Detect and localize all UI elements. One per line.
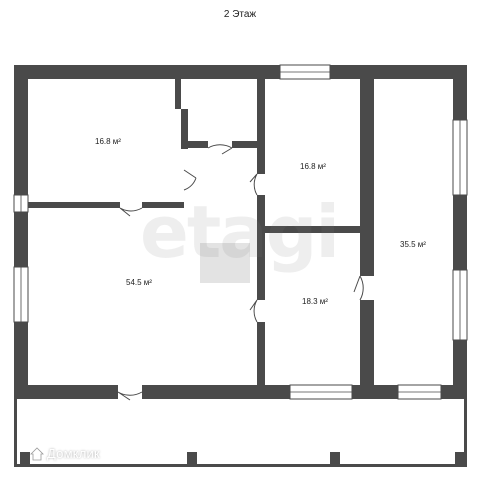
terrace-post-1 bbox=[20, 452, 30, 466]
door-balcony bbox=[117, 391, 143, 401]
wall-inner-vertical-right-lower bbox=[360, 300, 374, 392]
door-living-top bbox=[183, 169, 197, 191]
wall-inner-closet-bottom bbox=[188, 141, 208, 148]
brand-logo: Домклик bbox=[47, 446, 100, 461]
room-area-label: 54.5 м² bbox=[126, 278, 152, 287]
doors bbox=[117, 144, 364, 401]
window-lines bbox=[20, 71, 461, 393]
wall-right-lower bbox=[453, 340, 467, 395]
door-top-left-room bbox=[119, 207, 143, 217]
wall-left-lower bbox=[14, 322, 28, 395]
room-area-label: 16.8 м² bbox=[300, 162, 326, 171]
wall-bottom-a bbox=[14, 385, 118, 399]
room-area-label: 35.5 м² bbox=[400, 240, 426, 249]
terrace-bottom bbox=[14, 464, 467, 467]
door-right-room bbox=[353, 275, 364, 301]
wall-inner-horizontal-left2 bbox=[142, 202, 184, 208]
room-area-label: 16.8 м² bbox=[95, 137, 121, 146]
watermark: etagi bbox=[140, 190, 340, 274]
wall-inner-vertical-right-upper bbox=[360, 79, 374, 276]
wall-right-upper bbox=[453, 65, 467, 120]
terrace bbox=[14, 399, 467, 467]
wall-top-right bbox=[330, 65, 467, 79]
terrace-right bbox=[464, 399, 467, 467]
terrace-left bbox=[14, 399, 17, 467]
room-area-label: 18.3 м² bbox=[302, 297, 328, 306]
wall-bottom-b bbox=[142, 385, 290, 399]
floor-title: 2 Этаж bbox=[223, 9, 257, 20]
door-center-room bbox=[249, 173, 258, 196]
walls bbox=[14, 65, 467, 399]
wall-top bbox=[14, 65, 280, 79]
wall-inner-vertical-closet-left bbox=[175, 79, 181, 109]
stair-opening bbox=[200, 243, 250, 283]
terrace-post-4 bbox=[455, 452, 465, 466]
wall-inner-vertical-center-upper bbox=[257, 79, 265, 174]
terrace-post-3 bbox=[330, 452, 340, 466]
wall-inner-vertical-closet-left2 bbox=[181, 109, 188, 149]
wall-right-middle bbox=[453, 195, 467, 270]
wall-inner-horizontal-left bbox=[28, 202, 120, 208]
wall-bottom-d bbox=[441, 385, 467, 399]
house-icon bbox=[30, 447, 44, 461]
wall-inner-horizontal-center bbox=[265, 226, 360, 233]
door-closet bbox=[207, 144, 233, 155]
door-small-room bbox=[249, 299, 258, 323]
wall-left-upper bbox=[14, 65, 28, 195]
terrace-post-2 bbox=[187, 452, 197, 466]
wall-inner-vertical-center-bottom bbox=[257, 322, 265, 392]
wall-inner-closet-bottom2 bbox=[232, 141, 260, 148]
wall-inner-vertical-center-lower bbox=[257, 195, 265, 300]
wall-left-middle bbox=[14, 212, 28, 267]
wall-bottom-c bbox=[352, 385, 398, 399]
